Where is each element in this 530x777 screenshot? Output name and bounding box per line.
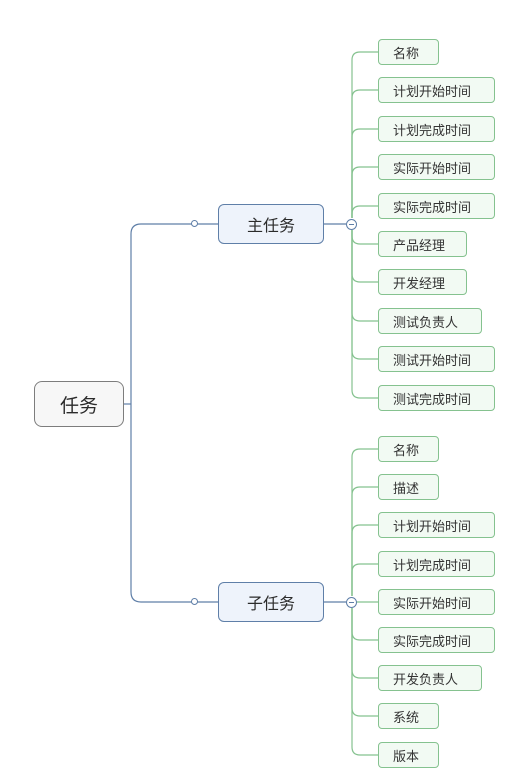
leaf-node-sub[interactable]: 开发负责人 [378,665,482,691]
leaf-node-main[interactable]: 实际开始时间 [378,154,495,180]
leaf-label: 产品经理 [393,238,446,254]
leaf-connector-main [351,230,378,245]
leaf-label: 计划完成时间 [393,558,472,574]
leaf-node-sub[interactable]: 版本 [378,742,439,768]
collapse-sub-task-icon[interactable] [346,597,357,608]
leaf-label: 测试完成时间 [393,392,472,408]
leaf-connector-main [351,89,378,218]
leaf-node-main[interactable]: 产品经理 [378,231,467,257]
leaf-label: 开发负责人 [393,672,459,688]
leaf-connector-sub [351,608,378,679]
leaf-node-sub[interactable]: 计划完成时间 [378,551,495,577]
leaf-label: 测试负责人 [393,315,459,331]
leaf-node-main[interactable]: 实际完成时间 [378,193,495,219]
leaf-node-main[interactable]: 测试完成时间 [378,385,495,411]
root-to-sub-line [130,404,218,603]
branch-joint-sub-icon [191,598,198,605]
leaf-connector-sub [351,448,378,596]
leaf-node-sub[interactable]: 计划开始时间 [378,512,495,538]
branch-joint-main-icon [191,220,198,227]
leaf-label: 开发经理 [393,276,446,292]
leaf-connector-sub [351,608,378,756]
leaf-node-sub[interactable]: 系统 [378,703,439,729]
branch-node-main-task[interactable]: 主任务 [218,204,324,244]
leaf-label: 实际完成时间 [393,634,472,650]
leaf-connector-main [351,128,378,218]
leaf-label: 测试开始时间 [393,353,472,369]
leaf-node-main[interactable]: 测试负责人 [378,308,482,334]
root-node[interactable]: 任务 [34,381,124,427]
leaf-connector-sub [351,608,378,641]
leaf-node-main[interactable]: 开发经理 [378,269,467,295]
branch-label-main-task: 主任务 [246,216,295,235]
leaf-label: 实际完成时间 [393,200,472,216]
leaf-label: 计划完成时间 [393,123,472,139]
leaf-label: 系统 [393,710,420,726]
leaf-label: 实际开始时间 [393,161,472,177]
root-label: 任务 [59,394,98,417]
leaf-connector-main [351,230,378,283]
branch-node-sub-task[interactable]: 子任务 [218,582,324,622]
leaf-label: 版本 [393,749,420,765]
leaf-node-main[interactable]: 计划开始时间 [378,77,495,103]
leaf-connector-main [351,166,378,218]
leaf-label: 描述 [393,481,420,497]
leaf-node-sub[interactable]: 描述 [378,474,439,500]
leaf-connector-sub [351,608,378,717]
leaf-node-main[interactable]: 测试开始时间 [378,346,495,372]
leaf-node-sub[interactable]: 实际完成时间 [378,627,495,653]
leaf-node-sub[interactable]: 实际开始时间 [378,589,495,615]
leaf-connector-main [351,230,378,399]
leaf-label: 实际开始时间 [393,596,472,612]
leaf-label: 计划开始时间 [393,519,472,535]
leaf-connector-main [351,205,378,218]
leaf-label: 名称 [393,443,420,459]
branch-label-sub-task: 子任务 [246,594,295,613]
leaf-node-main[interactable]: 计划完成时间 [378,116,495,142]
leaf-connector-sub [351,524,378,596]
leaf-node-main[interactable]: 名称 [378,39,439,65]
root-to-main-line [130,223,218,404]
leaf-node-sub[interactable]: 名称 [378,436,439,462]
leaf-label: 名称 [393,46,420,62]
leaf-connector-main [351,230,378,360]
leaf-connector-main [351,51,378,218]
leaf-connector-sub [351,486,378,596]
leaf-label: 计划开始时间 [393,84,472,100]
collapse-main-task-icon[interactable] [346,219,357,230]
leaf-connector-sub [351,563,378,596]
